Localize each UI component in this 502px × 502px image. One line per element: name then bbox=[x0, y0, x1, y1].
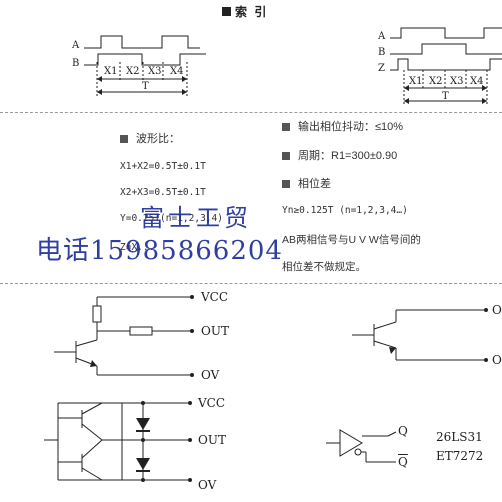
duty-line-2: X2+X3=0.5T±0.1T bbox=[120, 187, 206, 198]
interval-x3-right: X3 bbox=[450, 76, 464, 87]
interval-x2-right: X2 bbox=[429, 76, 443, 87]
section-divider-middle bbox=[0, 283, 502, 284]
phase-note-1: AB两相信号与U V W信号间的 bbox=[282, 234, 421, 246]
duty-line-4: Z=X... bbox=[120, 242, 155, 253]
signal-label-a-right: A bbox=[378, 31, 386, 42]
watermark-phone: 电话15985866204 bbox=[36, 236, 283, 266]
period-heading: 周期：R1=300±0.90 bbox=[282, 147, 397, 163]
square-bullet-icon bbox=[282, 123, 290, 131]
phase-note-2: 相位差不做规定。 bbox=[282, 261, 366, 273]
duty-line-3: Y=0.25T(n=1,2,3,4) bbox=[120, 213, 223, 224]
driver-output-q-bar: Q bbox=[398, 455, 408, 469]
interval-x3-left: X3 bbox=[148, 66, 162, 77]
label-right-upper: O bbox=[492, 303, 502, 317]
duty-cycle-heading: 波形比： bbox=[120, 130, 180, 146]
signal-label-b-left: B bbox=[72, 58, 80, 69]
label-ov-top: OV bbox=[201, 368, 220, 382]
label-out-top: OUT bbox=[201, 324, 229, 338]
label-vcc-bottom: VCC bbox=[198, 396, 226, 410]
label-ov-bottom: OV bbox=[198, 478, 217, 492]
interval-x4-right: X4 bbox=[470, 76, 484, 87]
label-right-lower: O bbox=[492, 353, 502, 367]
line-driver-symbol bbox=[326, 429, 397, 463]
chip-name-1: 26LS31 bbox=[436, 430, 483, 444]
square-bullet-icon bbox=[222, 7, 231, 16]
interval-x4-left: X4 bbox=[170, 66, 184, 77]
phase-line: Yn≥0.125T (n=1,2,3,4…) bbox=[282, 205, 408, 216]
watermark-company: 富士工贸 bbox=[140, 204, 252, 232]
waveform-b-left bbox=[84, 53, 206, 66]
duty-line-1: X1+X2=0.5T±0.1T bbox=[120, 161, 206, 172]
waveform-z-right bbox=[390, 58, 502, 71]
period-label-right: T bbox=[442, 91, 449, 102]
label-out-bottom: OUT bbox=[198, 433, 226, 447]
waveform-a-left bbox=[84, 35, 200, 49]
chip-name-2: ET7272 bbox=[436, 449, 484, 463]
index-title: 索 引 bbox=[222, 3, 268, 20]
driver-output-q: Q bbox=[398, 424, 408, 438]
waveform-a-right bbox=[390, 27, 502, 39]
jitter-heading: 输出相位抖动：≤10% bbox=[282, 118, 403, 134]
period-label-left: T bbox=[142, 81, 149, 92]
square-bullet-icon bbox=[282, 180, 290, 188]
phase-heading: 相位差 bbox=[282, 175, 331, 191]
signal-label-z-right: Z bbox=[378, 63, 385, 74]
interval-x1-left: X1 bbox=[104, 66, 118, 77]
interval-x2-left: X2 bbox=[126, 66, 140, 77]
square-bullet-icon bbox=[120, 135, 128, 143]
waveform-b-right bbox=[390, 43, 502, 55]
section-divider-top bbox=[0, 112, 502, 113]
label-vcc-top: VCC bbox=[201, 290, 229, 304]
signal-label-a-left: A bbox=[72, 40, 80, 51]
square-bullet-icon bbox=[282, 152, 290, 160]
signal-label-b-right: B bbox=[378, 47, 386, 58]
interval-x1-right: X1 bbox=[409, 76, 423, 87]
